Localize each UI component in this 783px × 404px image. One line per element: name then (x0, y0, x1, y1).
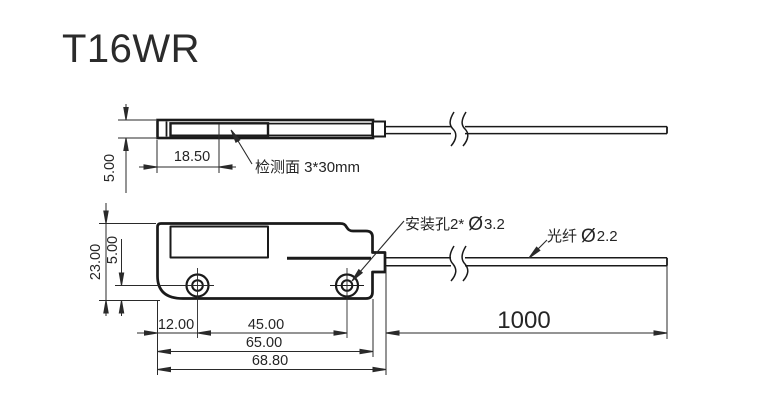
dim-body-height: 23.00 (88, 243, 104, 281)
dim-top-width: 5.00 (102, 153, 118, 183)
diameter-symbol: Ø (581, 226, 596, 247)
dim-hole-height: 5.00 (105, 235, 121, 265)
side-view-outline (156, 222, 387, 300)
dim-fiber-length: 1000 (497, 307, 551, 334)
diameter-symbol: Ø (468, 214, 483, 235)
dim-left-to-hole: 12.00 (157, 317, 195, 333)
mounting-hole-text: 安装孔2* (405, 216, 465, 233)
top-view-outline (156, 118, 386, 140)
dim-body-length: 65.00 (245, 335, 283, 351)
page-title: T16WR (62, 27, 201, 71)
side-view-dimensions (99, 203, 668, 375)
label-mounting-hole: 安装孔2*Ø3.2 (405, 213, 505, 235)
dim-hole-spacing: 45.00 (247, 317, 285, 333)
dim-detect-start: 18.50 (173, 149, 211, 165)
top-view-cable (385, 111, 668, 147)
top-view-dimensions (118, 104, 253, 193)
fiber-size: 2.2 (596, 228, 618, 245)
fiber-text: 光纤 (547, 228, 578, 245)
side-view-cable (385, 245, 668, 282)
label-detection-surface: 检测面 3*30mm (255, 159, 361, 176)
mounting-hole-size: 3.2 (483, 216, 505, 233)
dim-overall-length: 68.80 (251, 353, 289, 369)
label-leaders (351, 220, 548, 282)
